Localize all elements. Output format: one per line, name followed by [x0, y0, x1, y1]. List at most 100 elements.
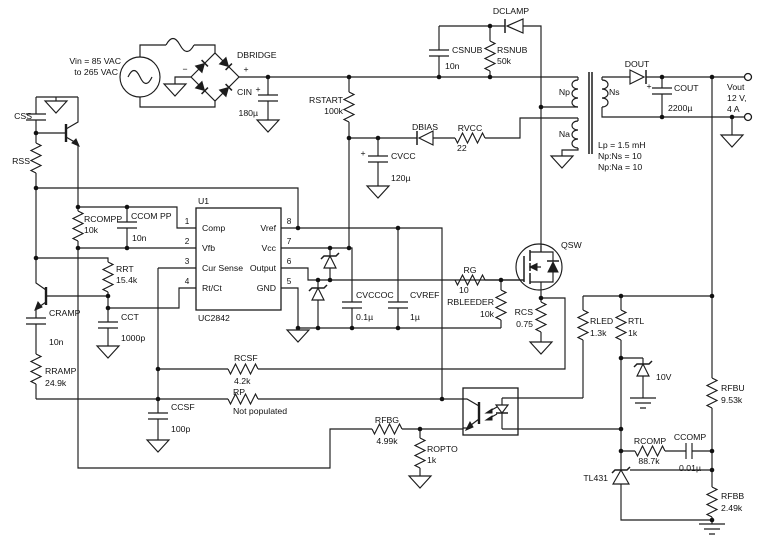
capacitor-ccomp	[685, 443, 693, 459]
label-rcs: RCS	[515, 307, 534, 317]
label-rvcc-value: 22	[457, 143, 467, 153]
label-rcompp-value: 10k	[84, 225, 99, 235]
tl431-shunt-regulator	[611, 466, 631, 485]
pin-vcc: Vcc	[262, 243, 277, 253]
label-na: Na	[559, 129, 570, 139]
pin-number-6: 6	[287, 257, 292, 266]
label-cvcc: CVCC	[391, 151, 416, 161]
resistor-ropto	[413, 437, 427, 469]
sine-icon	[127, 69, 153, 85]
wires	[35, 25, 744, 524]
ground-icon	[549, 155, 575, 169]
pin-number-2: 2	[185, 237, 190, 246]
resistor-rrt	[101, 261, 115, 293]
pin-output: Output	[250, 263, 277, 273]
zener-gate-clamp-icon	[308, 284, 328, 301]
capacitor-cct	[98, 321, 118, 329]
label-ccsf: CCSF	[171, 402, 195, 412]
junction-dots	[33, 23, 735, 523]
pin-comp: Comp	[202, 223, 225, 233]
label-vin-2: to 265 VAC	[74, 67, 118, 77]
label-cvref-value: 1µ	[410, 312, 420, 322]
zener-10v	[633, 360, 653, 377]
ground-icon	[162, 83, 188, 97]
label-vin-1: Vin = 85 VAC	[69, 56, 121, 66]
resistor-rp	[227, 392, 259, 406]
ground-icon	[285, 329, 311, 343]
label-dclamp: DCLAMP	[493, 6, 529, 16]
resistor-rfbb	[705, 486, 719, 518]
label-rled: RLED	[590, 316, 613, 326]
pin-number-5: 5	[287, 277, 292, 286]
label-rcompp: RCOMPP	[84, 214, 122, 224]
label-npna-note: Np:Na = 10	[598, 162, 642, 172]
label-cout-plus: +	[646, 81, 651, 91]
earth-ground-icon	[699, 523, 725, 535]
resistor-rled	[576, 309, 590, 341]
diode-dout	[629, 69, 647, 85]
label-rrt-value: 15.4k	[116, 275, 138, 285]
ground-symbols	[43, 83, 745, 489]
resistor-rstart	[342, 91, 356, 123]
optocoupler	[462, 387, 519, 436]
label-rp: RP	[233, 387, 245, 397]
label-rg: RG	[463, 265, 476, 275]
label-cin: CIN	[237, 87, 252, 97]
pin-number-4: 4	[185, 277, 190, 286]
label-cvccoc-value: 0.1µ	[356, 312, 373, 322]
capacitor-cvccoc	[342, 301, 362, 309]
label-rbleeder-value: 10k	[480, 309, 495, 319]
label-zener-10v: 10V	[656, 372, 672, 382]
label-rfbu: RFBU	[721, 383, 745, 393]
ground-icon	[407, 475, 433, 489]
label-rsnub: RSNUB	[497, 45, 528, 55]
pin-number-7: 7	[287, 237, 292, 246]
label-rcomp-value: 88.7k	[638, 456, 660, 466]
capacitor-css	[26, 113, 46, 121]
label-rramp-value: 24.9k	[45, 378, 67, 388]
led-icon	[494, 404, 510, 414]
body-diode-icon	[547, 260, 559, 273]
label-vout-3: 4 A	[727, 104, 740, 114]
label-cout: COUT	[674, 83, 699, 93]
resistor-rcompp	[71, 210, 85, 242]
diode-dbias	[416, 130, 434, 146]
resistor-rsnub	[483, 40, 497, 72]
diodes	[308, 18, 653, 377]
label-rfbu-value: 9.53k	[721, 395, 743, 405]
capacitors	[26, 49, 693, 459]
label-rcsf-value: 4.2k	[234, 376, 251, 386]
label-tl431: TL431	[583, 473, 608, 483]
ground-icon	[145, 439, 171, 453]
primary-winding-icon	[571, 79, 579, 108]
label-rtl-value: 1k	[628, 328, 638, 338]
label-ccompp: CCOM PP	[131, 211, 172, 221]
label-ccsf-value: 100p	[171, 424, 190, 434]
label-rramp: RRAMP	[45, 366, 77, 376]
pin-rtct: Rt/Ct	[202, 283, 222, 293]
labels: Vin = 85 VAC to 265 VAC DBRIDGE − + CIN …	[12, 6, 746, 513]
capacitor-cout	[652, 87, 672, 95]
label-csnub: CSNUB	[452, 45, 483, 55]
label-rbleeder: RBLEEDER	[447, 297, 494, 307]
ground-icon	[719, 134, 745, 148]
label-bridge-plus: +	[243, 64, 248, 74]
resistor-rss	[29, 142, 43, 174]
label-css: CSS	[14, 111, 32, 121]
label-cramp: CRAMP	[49, 308, 81, 318]
resistor-rfbu	[705, 377, 719, 409]
label-rrt: RRT	[116, 264, 134, 274]
resistor-rcsf	[227, 362, 259, 376]
label-np: Np	[559, 87, 570, 97]
diode-dclamp	[504, 18, 524, 34]
resistor-rcs	[534, 301, 548, 333]
zener-vcc-clamp-icon	[320, 252, 340, 269]
transistor-soft-start	[64, 124, 80, 147]
capacitor-ccsf	[148, 412, 168, 420]
label-cvcc-plus: +	[360, 148, 365, 158]
earth-ground-icon	[630, 397, 656, 409]
transistor-slope-comp	[34, 287, 48, 311]
label-cvcc-value: 120µ	[391, 173, 411, 183]
pin-gnd: GND	[257, 283, 276, 293]
